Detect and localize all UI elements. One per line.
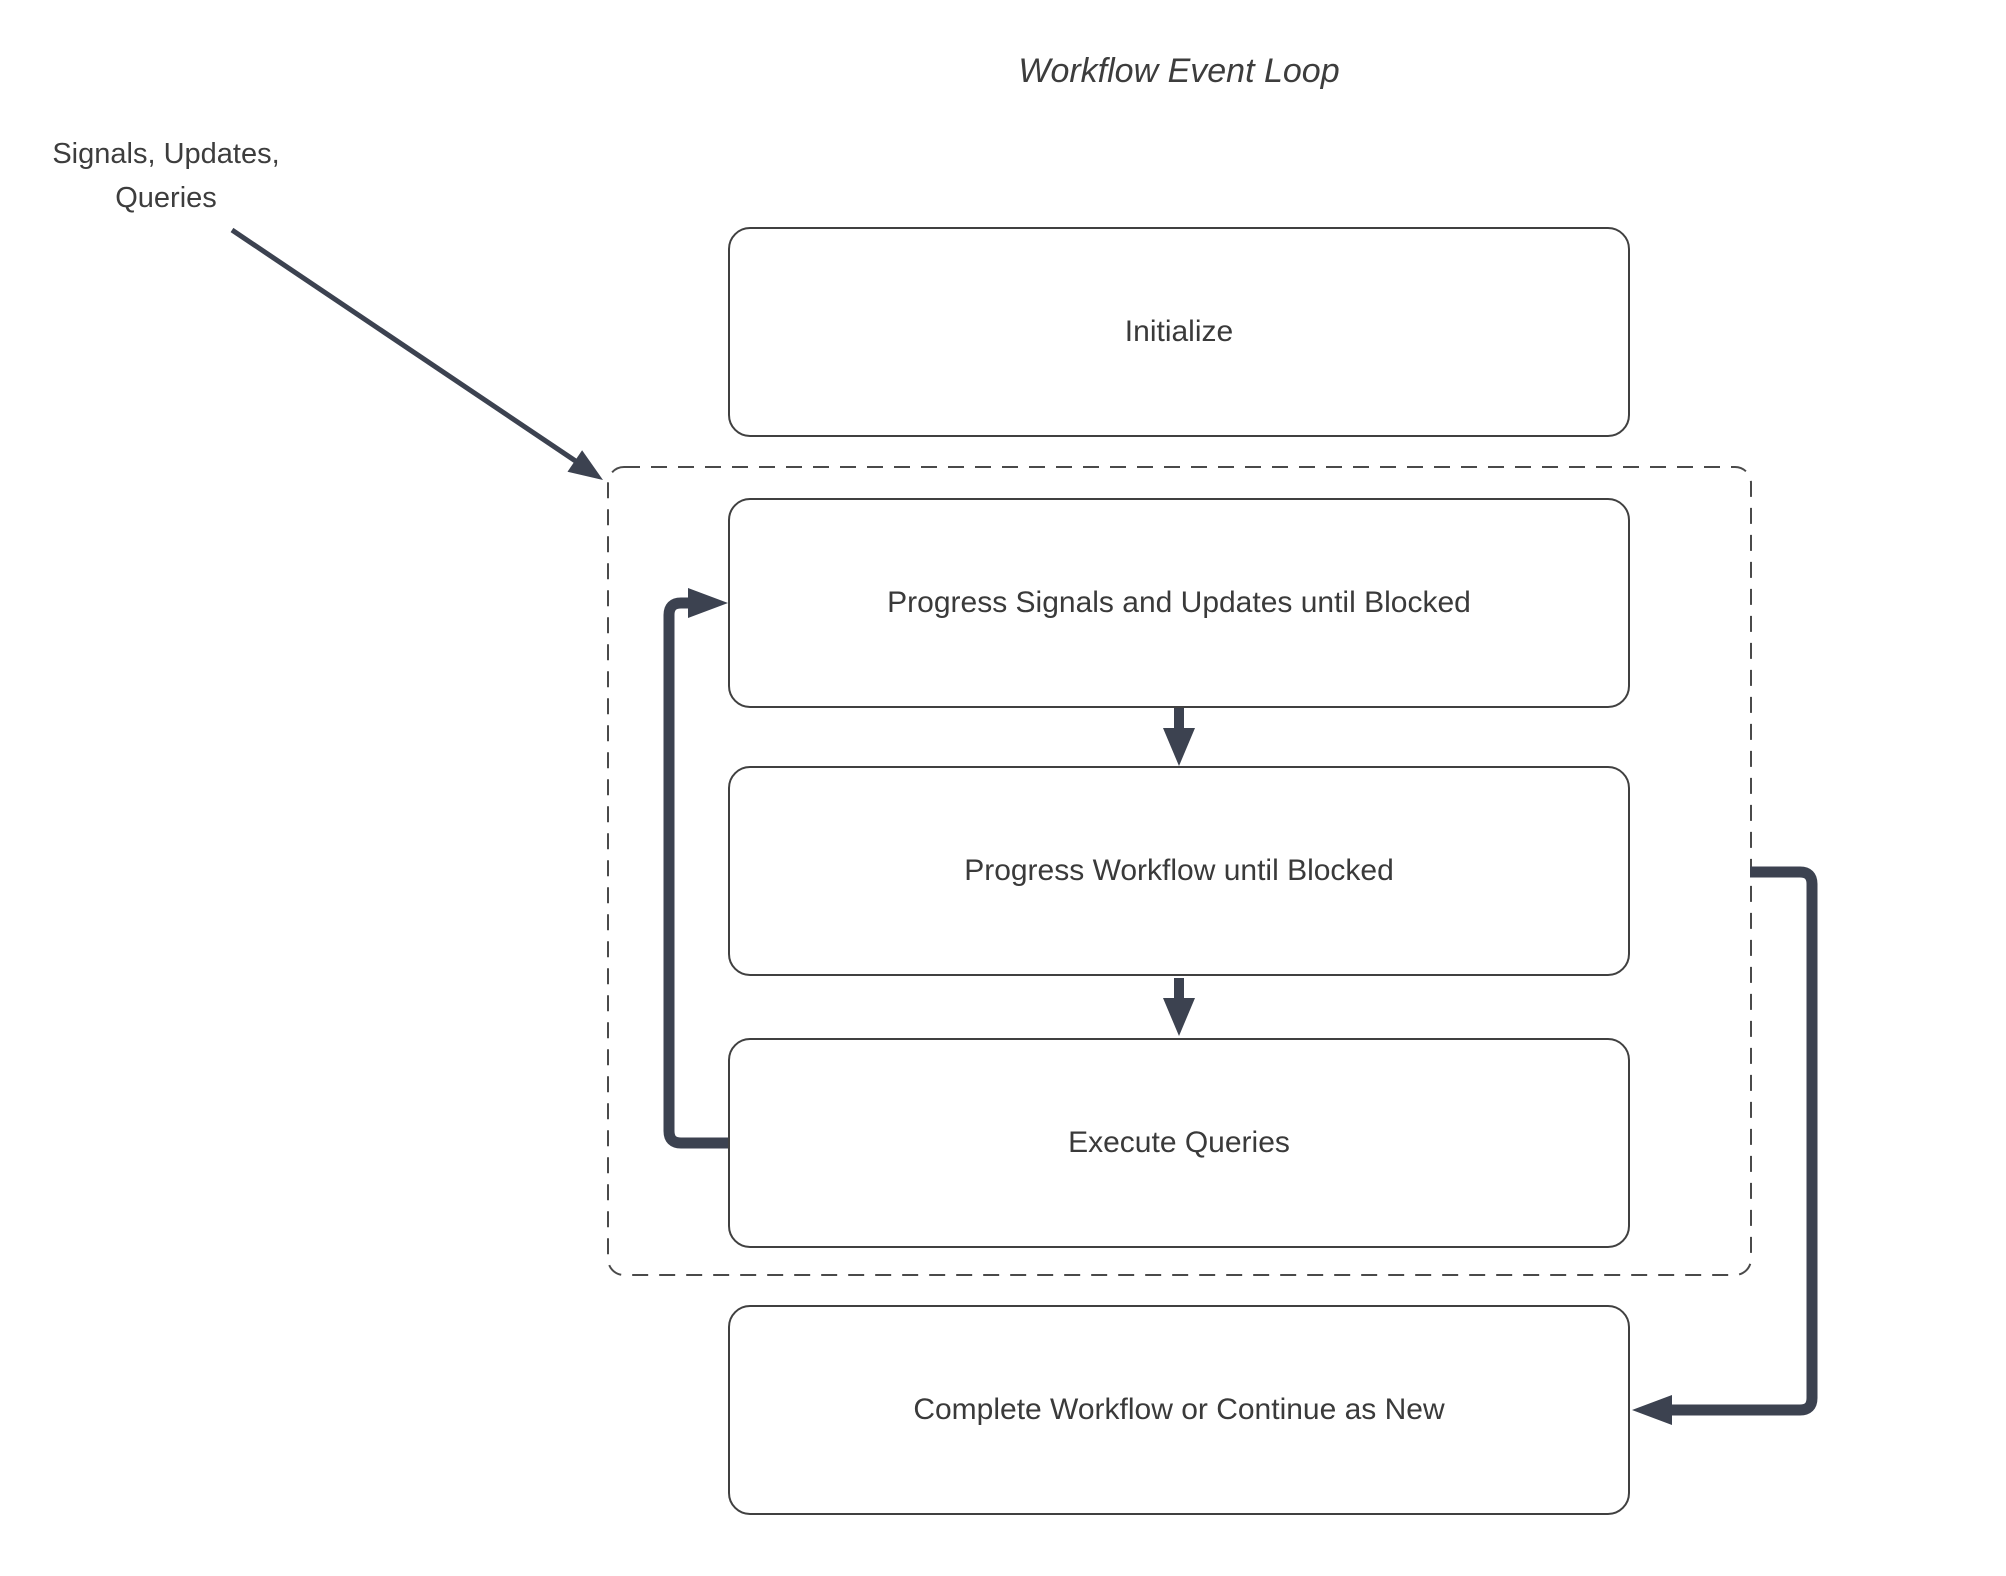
exit-loop-arrow-line: [1672, 866, 1818, 1416]
node-initialize-label: Initialize: [1124, 315, 1234, 348]
page-title: Workflow Event Loop: [1018, 52, 1340, 90]
arrow-workflow-to-queries-head-icon: [1163, 998, 1195, 1036]
arrow-signals-to-workflow-head-icon: [1163, 728, 1195, 766]
node-initialize: Initialize: [728, 227, 1630, 437]
node-execute-queries-label: Execute Queries: [1068, 1126, 1290, 1159]
signals-input-arrow-line: [230, 227, 579, 465]
signals-input-arrow: [230, 227, 603, 480]
node-complete: Complete Workflow or Continue as New: [728, 1305, 1630, 1515]
node-progress-workflow: Progress Workflow until Blocked: [728, 766, 1630, 976]
node-execute-queries: Execute Queries: [728, 1038, 1630, 1248]
node-progress-signals-label: Progress Signals and Updates until Block…: [887, 586, 1471, 619]
exit-loop-arrowhead-icon: [1632, 1395, 1672, 1425]
input-source-label: Signals, Updates, Queries: [20, 132, 312, 220]
node-progress-signals: Progress Signals and Updates until Block…: [728, 498, 1630, 708]
loop-back-arrowhead-icon: [688, 588, 728, 618]
node-progress-workflow-label: Progress Workflow until Blocked: [964, 854, 1394, 887]
arrow-workflow-to-queries: [1163, 978, 1195, 1036]
arrow-signals-to-workflow: [1163, 708, 1195, 766]
input-source-label-line2: Queries: [115, 182, 217, 214]
node-complete-label: Complete Workflow or Continue as New: [913, 1393, 1445, 1426]
exit-loop-arrow: [1632, 866, 1818, 1425]
input-source-label-line1: Signals, Updates,: [52, 138, 280, 170]
signals-input-arrowhead-icon: [567, 450, 603, 480]
loop-back-arrow-line: [663, 597, 728, 1149]
loop-back-arrow: [663, 588, 728, 1149]
